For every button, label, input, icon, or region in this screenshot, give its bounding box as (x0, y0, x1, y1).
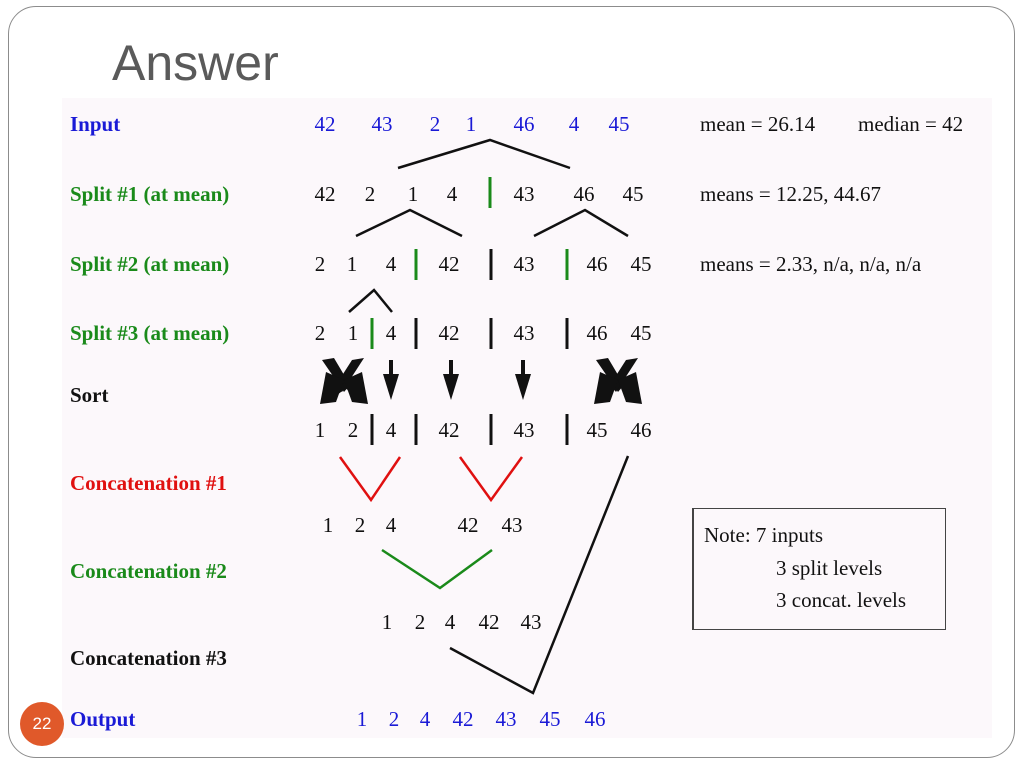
split2-value: 45 (630, 252, 652, 276)
sort-value: 43 (513, 418, 535, 442)
sort-value: 1 (314, 418, 326, 442)
split2-value: 43 (513, 252, 535, 276)
diagram-panel (62, 98, 992, 738)
split3-value: 2 (314, 321, 326, 345)
split1-means: means = 12.25, 44.67 (700, 182, 881, 206)
input-value: 1 (465, 112, 477, 136)
row-label-output: Output (70, 707, 136, 731)
concat2-value: 4 (444, 610, 456, 634)
output-value: 42 (452, 707, 474, 731)
split2-left-connector (355, 208, 463, 238)
split1-value: 4 (446, 182, 458, 206)
concat2-value: 43 (520, 610, 542, 634)
concat1-value: 42 (457, 513, 479, 537)
split2-value: 42 (438, 252, 460, 276)
output-value: 4 (419, 707, 431, 731)
input-value: 43 (371, 112, 393, 136)
split3-value: 43 (513, 321, 535, 345)
concat2-value: 1 (381, 610, 393, 634)
concat1-value: 2 (354, 513, 366, 537)
split1-value: 42 (314, 182, 336, 206)
down-arrow-1 (383, 360, 399, 400)
sort-value: 4 (385, 418, 397, 442)
split1-value: 46 (573, 182, 595, 206)
concat3-connector (449, 455, 630, 695)
split1-connector (397, 138, 571, 170)
sort-value: 2 (347, 418, 359, 442)
split2-value: 4 (385, 252, 397, 276)
sort-value: 45 (586, 418, 608, 442)
slide-title: Answer (112, 35, 279, 91)
split2-means: means = 2.33, n/a, n/a, n/a (700, 252, 922, 276)
output-value: 43 (495, 707, 517, 731)
down-arrow-3 (515, 360, 531, 400)
split2-value: 1 (346, 252, 358, 276)
output-value: 2 (388, 707, 400, 731)
concat2-connector (381, 548, 493, 590)
split2-right-connector (533, 208, 629, 238)
input-value: 2 (429, 112, 441, 136)
split1-value: 45 (622, 182, 644, 206)
split3-value: 1 (347, 321, 359, 345)
concat2-value: 2 (414, 610, 426, 634)
split1-value: 1 (407, 182, 419, 206)
concat2-value: 42 (478, 610, 500, 634)
concat1-value: 1 (322, 513, 334, 537)
note-box: Note: 7 inputs 3 split levels 3 concat. … (692, 508, 946, 630)
split3-value: 4 (385, 321, 397, 345)
input-value: 42 (314, 112, 336, 136)
split1-value: 2 (364, 182, 376, 206)
note-line-1: Note: 7 inputs (704, 523, 823, 547)
input-value: 46 (513, 112, 535, 136)
input-value: 45 (608, 112, 630, 136)
row-label-concat3: Concatenation #3 (70, 646, 227, 670)
row-label-sort: Sort (70, 383, 109, 407)
row-label-split1: Split #1 (at mean) (70, 182, 230, 206)
row-label-concat2: Concatenation #2 (70, 559, 227, 583)
output-value: 46 (584, 707, 606, 731)
note-line-2: 3 split levels (776, 556, 883, 580)
page-number-badge: 22 (20, 702, 64, 746)
concat1-right-connector (458, 456, 524, 503)
split3-value: 46 (586, 321, 608, 345)
split3-value: 45 (630, 321, 652, 345)
input-mean: mean = 26.14 (700, 112, 816, 136)
down-arrow-2 (443, 360, 459, 400)
row-label-split2: Split #2 (at mean) (70, 252, 230, 276)
split3-value: 42 (438, 321, 460, 345)
split3-connector (348, 288, 393, 313)
output-value: 45 (539, 707, 561, 731)
swap-arrow-right (594, 358, 642, 404)
input-value: 4 (568, 112, 580, 136)
row-label-input: Input (70, 112, 121, 136)
concat1-value: 4 (385, 513, 397, 537)
row-label-split3: Split #3 (at mean) (70, 321, 230, 345)
sort-value: 42 (438, 418, 460, 442)
split1-value: 43 (513, 182, 535, 206)
split2-value: 2 (314, 252, 326, 276)
row-label-concat1: Concatenation #1 (70, 471, 227, 495)
concat1-value: 43 (501, 513, 523, 537)
output-value: 1 (356, 707, 368, 731)
split2-value: 46 (586, 252, 608, 276)
sort-value: 46 (630, 418, 652, 442)
swap-arrow-left (320, 358, 368, 404)
slide-frame (8, 6, 1015, 758)
note-line-3: 3 concat. levels (776, 588, 907, 612)
input-median: median = 42 (858, 112, 964, 136)
concat1-left-connector (338, 456, 402, 503)
